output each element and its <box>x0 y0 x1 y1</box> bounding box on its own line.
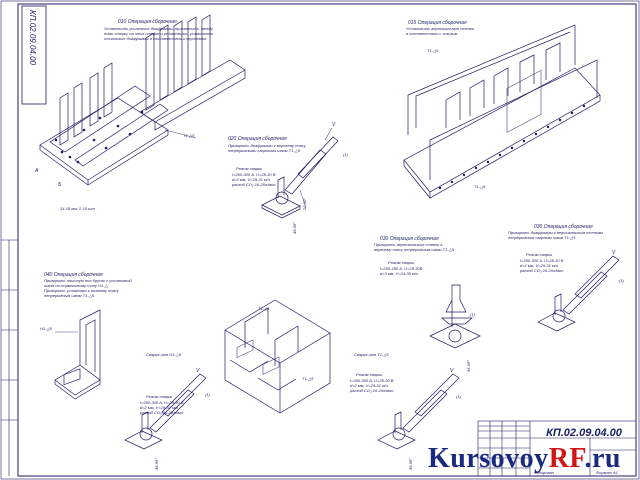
svg-text:ними стерку на этих стерке и у: ними стерку на этих стерке и установить,… <box>104 31 213 36</box>
sheet-inner-frame <box>17 3 637 477</box>
svg-text:(1): (1) <box>456 394 462 399</box>
svg-text:I=260-300 А, U=28-30 В: I=260-300 А, U=28-30 В <box>140 400 184 405</box>
operation-030-note-b: 030 Операция сборочная Приварить диафраг… <box>508 224 603 240</box>
operation-015-note: 015 Операция сборочная Установить вертик… <box>406 20 475 36</box>
weld-mode-1: Режим сварки I=260-300 А, U=28-30 В d=2 … <box>231 166 276 187</box>
view-1-diaphragm-frame: А Б Т1-△5 <box>34 14 246 188</box>
svg-text:d=2 мм, V=29-31 м/ч: d=2 мм, V=29-31 м/ч <box>350 383 388 388</box>
svg-text:в соответствии с эскизом: в соответствии с эскизом <box>406 31 458 36</box>
svg-text:040 Операция сборочная: 040 Операция сборочная <box>44 272 103 278</box>
svg-text:20-30°: 20-30° <box>302 198 307 211</box>
svg-text:d=2 мм, V=29-31 м/ч: d=2 мм, V=29-31 м/ч <box>520 263 558 268</box>
svg-text:Т1-△5: Т1-△5 <box>427 48 439 53</box>
pitch-note: 14-18 мм, 2-15 шт <box>60 206 95 211</box>
view-5-compartments: Т1-△5 Т1-△5 <box>224 299 331 414</box>
svg-text:030 Операция сборочная: 030 Операция сборочная <box>380 236 439 242</box>
view1-label-a: А <box>34 168 39 174</box>
weld-detail-5: V (1) <box>537 250 625 332</box>
svg-text:45-55°: 45-55° <box>408 458 413 470</box>
svg-text:расход CO₂-16-20л/мин: расход CO₂-16-20л/мин <box>519 268 564 273</box>
svg-text:(1): (1) <box>205 392 211 397</box>
view-4-bracket: Н1-△5 <box>40 309 101 400</box>
svg-text:Т1-△5: Т1-△5 <box>302 376 314 381</box>
svg-text:(1): (1) <box>619 278 625 283</box>
view-3-box-girder: Т1-△5 Т1-△5 <box>403 24 601 199</box>
svg-text:непрерывным сварным швом Т1-△5: непрерывным сварным швом Т1-△5 <box>508 235 576 240</box>
svg-text:Режим сварки: Режим сварки <box>236 166 263 171</box>
svg-text:d=2 мм, V=29-31 м/ч: d=2 мм, V=29-31 м/ч <box>140 405 178 410</box>
weld-mode-4: Режим сварки I=260-300 А, U=28-30 В d=2 … <box>349 372 394 393</box>
svg-text:Установить усиленные диафрагмы: Установить усиленные диафрагмы, прихвати… <box>104 26 214 31</box>
sheet-code-rotated-box: КП.02.09.04.00 <box>21 5 47 105</box>
sheet-code-rotated: КП.02.09.04.00 <box>28 10 37 66</box>
svg-text:V: V <box>450 368 454 374</box>
svg-text:Приварить установки к нижнему: Приварить установки к нижнему поясу <box>44 288 120 293</box>
svg-text:непрерывными сварными швом Т1-: непрерывными сварными швом Т1-△5 <box>228 148 301 153</box>
operation-010-note: 010 Операция сборочная Установить усилен… <box>104 19 214 41</box>
svg-text:Приварить диафрагмы к верхнему: Приварить диафрагмы к верхнему поясу <box>228 143 307 148</box>
left-margin-strip <box>1 239 18 476</box>
weld-mode-2: Режим сварки I=260-300 А, U=28-30 В d=2 … <box>139 394 184 415</box>
weld-detail-4: V (1) 45-55° <box>377 368 462 470</box>
operation-030-note-a: 030 Операция сборочная Приварить вертика… <box>374 236 455 252</box>
weld-detail-2: V (1) 45-55° <box>124 368 211 470</box>
svg-text:45-55°: 45-55° <box>292 222 297 234</box>
kursovoy-watermark-logo: KursovoyRF.ru <box>428 443 621 474</box>
svg-text:Приварить вертикальные стенки: Приварить вертикальные стенки к <box>374 242 443 247</box>
svg-text:I=250-280 А, U=28-30В: I=250-280 А, U=28-30В <box>380 266 423 271</box>
svg-text:020 Операция сборочная: 020 Операция сборочная <box>228 136 287 142</box>
svg-text:I=260-300 А, U=28-30 В: I=260-300 А, U=28-30 В <box>350 378 394 383</box>
svg-text:Режим сварки: Режим сварки <box>388 260 415 265</box>
svg-text:Установить вертикальные стенки: Установить вертикальные стенки <box>406 26 475 31</box>
svg-text:I=260-300 А, U=28-30 В: I=260-300 А, U=28-30 В <box>232 172 276 177</box>
operation-020-note: 020 Операция сборочная Приварить диафраг… <box>228 136 307 153</box>
svg-text:Режим сварки: Режим сварки <box>146 394 173 399</box>
svg-text:d=2 мм, V=29-31 м/ч: d=2 мм, V=29-31 м/ч <box>232 177 270 182</box>
svg-text:V: V <box>612 250 616 256</box>
svg-text:непрерывным швом Т1-△5: непрерывным швом Т1-△5 <box>44 293 95 298</box>
svg-text:V: V <box>196 368 200 374</box>
svg-text:Н1-△5: Н1-△5 <box>40 326 53 331</box>
svg-text:030 Операция сборочная: 030 Операция сборочная <box>534 224 593 230</box>
svg-text:015 Операция сборочная: 015 Операция сборочная <box>408 20 467 26</box>
svg-text:расход CO₂-16-20л/мин: расход CO₂-16-20л/мин <box>231 182 276 187</box>
svg-text:Приварить диафрагмы к вертикал: Приварить диафрагмы к вертикальным стенк… <box>508 230 603 235</box>
title-block-sheet-code: КП.02.09.04.00 <box>546 427 622 439</box>
svg-text:(1): (1) <box>343 152 349 157</box>
svg-text:расход CO₂-16-20л/мин: расход CO₂-16-20л/мин <box>349 388 394 393</box>
svg-text:d=3 мм, V=24-38 м/ч: d=3 мм, V=24-38 м/ч <box>380 271 418 276</box>
title-block-copied: Копировал <box>534 470 555 475</box>
svg-text:Приварить плитную пол брусок с: Приварить плитную пол брусок с установко… <box>44 278 132 283</box>
svg-text:Режим сварки: Режим сварки <box>526 252 553 257</box>
view1-label-b: Б <box>58 182 62 188</box>
svg-text:верхнему поясу непрерывным шво: верхнему поясу непрерывным швом Т1-△5 <box>374 247 455 252</box>
operation-040-note: 040 Операция сборочная Приварить плитную… <box>44 272 132 298</box>
weld-detail-3: (1) 45-55° <box>429 284 481 372</box>
title-block <box>477 420 637 477</box>
weld-mode-5: Режим сварки I=260-300 А, U=28-30 В d=2 … <box>519 252 564 273</box>
svg-text:расход CO₂-16-20л/мин: расход CO₂-16-20л/мин <box>139 410 184 415</box>
svg-text:45-55°: 45-55° <box>154 458 159 470</box>
view1-weld-mark: Т1-△5 <box>183 133 195 138</box>
svg-text:Т1-△5: Т1-△5 <box>474 184 486 189</box>
svg-text:Режим сварки: Режим сварки <box>356 372 383 377</box>
sborka-note-1: Сварка шов Н1-△5 <box>146 352 182 357</box>
svg-text:швом по-нормальному типу Н1-△: швом по-нормальному типу Н1-△ <box>44 283 108 288</box>
svg-text:(1): (1) <box>470 312 476 317</box>
svg-text:I=260-300 А, U=28-30 В: I=260-300 А, U=28-30 В <box>520 258 564 263</box>
weld-mode-3: Режим сварки I=250-280 А, U=28-30В d=3 м… <box>380 260 423 276</box>
svg-text:Т1-△5: Т1-△5 <box>258 306 270 311</box>
title-block-format: Формат А1 <box>596 470 618 475</box>
svg-text:остальные диафрагмы в соответс: остальные диафрагмы в соответствии с чер… <box>104 36 206 41</box>
svg-text:010 Операция сборочная: 010 Операция сборочная <box>118 19 177 25</box>
svg-text:V: V <box>332 122 336 128</box>
svg-text:45-55°: 45-55° <box>466 360 471 372</box>
weld-detail-1: V (1) 45-55° 20-30° <box>261 122 349 234</box>
sborka-note-2: Сварка шов Т1-△5 <box>354 352 389 357</box>
